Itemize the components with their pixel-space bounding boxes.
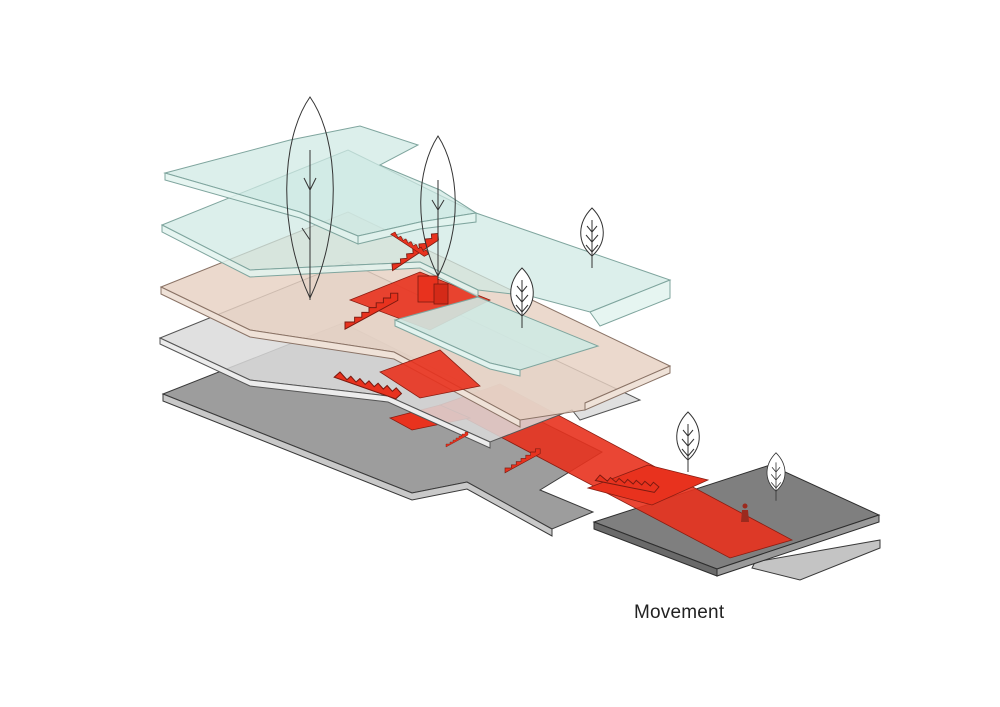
- diagram-caption: Movement: [634, 602, 724, 624]
